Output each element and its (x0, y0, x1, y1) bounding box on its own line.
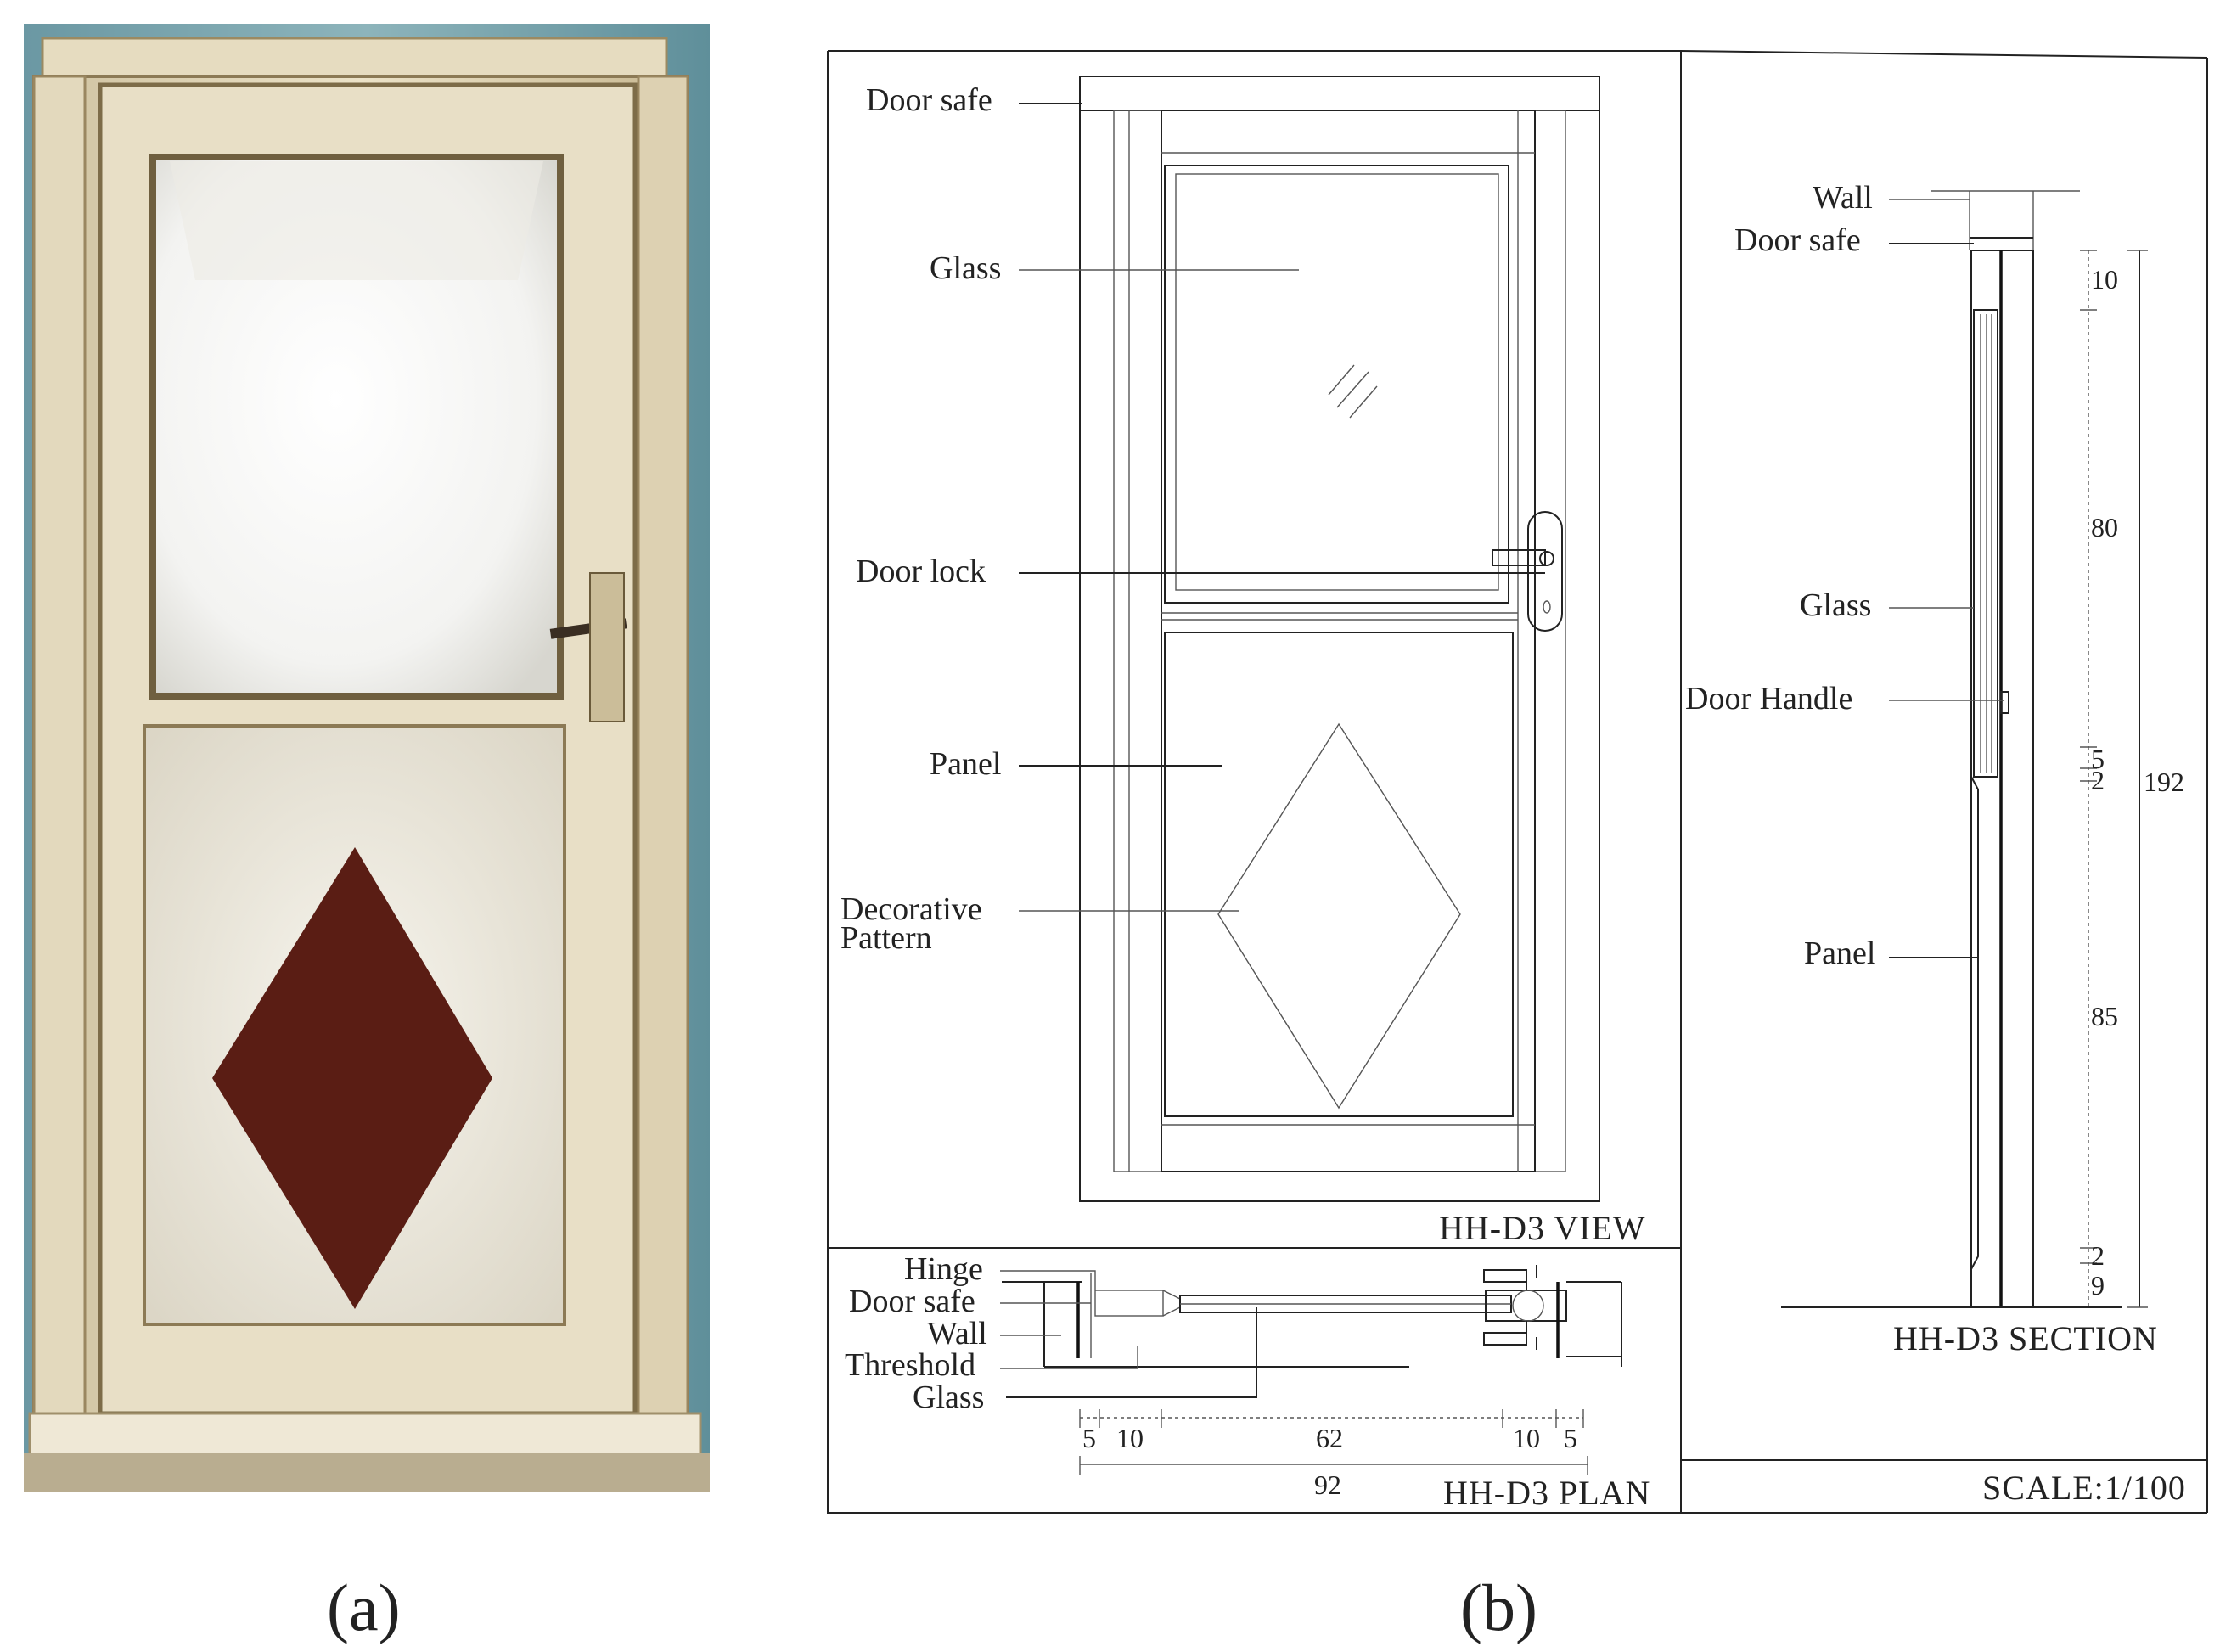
section-dim-80: 80 (2091, 512, 2118, 542)
section-label-wall: Wall (1813, 180, 1873, 216)
section-dim-10: 10 (2091, 264, 2118, 295)
view-outer-frame (1079, 110, 1600, 1202)
plan-handle-rosette (1512, 1290, 1544, 1322)
section-dim-2-upper: 2 (2091, 765, 2105, 795)
view-door-safe-header (1079, 76, 1600, 111)
door-photo (24, 24, 710, 1492)
plan-handle-top (1483, 1269, 1527, 1283)
view-lock-plate (1527, 511, 1563, 632)
plan-dim-10-left: 10 (1116, 1423, 1144, 1453)
plan-dim-5-right: 5 (1564, 1423, 1577, 1453)
section-title: HH-D3 SECTION (1893, 1319, 2158, 1357)
section-dimensions: 10 80 5 2 85 2 9 192 HH-D3 SECTION (1893, 264, 2184, 1357)
plan-label-glass: Glass (913, 1379, 984, 1415)
section-label-panel: Panel (1804, 936, 1875, 971)
caption-a: (a) (327, 1571, 401, 1644)
plan-dim-62: 62 (1316, 1423, 1343, 1453)
caption-b: (b) (1460, 1571, 1537, 1644)
plan-dim-10-right: 10 (1513, 1423, 1540, 1453)
section-handle (2000, 691, 2009, 714)
section-panel-profile (1970, 776, 1979, 1270)
photo-header-trim (41, 37, 668, 82)
plan-label-door-safe: Door safe (849, 1284, 975, 1319)
photo-glass-reflection (170, 161, 543, 280)
plan-handle-bottom (1483, 1332, 1527, 1346)
plan-hinge-block (1094, 1290, 1164, 1317)
section-dim-192: 192 (2144, 767, 2184, 797)
section-label-glass: Glass (1800, 587, 1871, 623)
view-glass-hatch-3 (1349, 385, 1378, 419)
section-glass (1973, 309, 1998, 778)
photo-diamond (212, 847, 492, 1309)
view-glass-hatch-1 (1328, 364, 1355, 396)
photo-threshold (28, 1412, 702, 1458)
photo-latch-plate (589, 572, 625, 722)
section-labels: Wall Door safe Glass Door Handle Panel (1685, 180, 2004, 971)
photo-frame-left-post (32, 75, 87, 1436)
photo-floor (24, 1453, 710, 1492)
view-glass (1175, 173, 1499, 591)
drawing-top-border-right (1680, 50, 2208, 59)
plan-dim-92: 92 (1314, 1469, 1341, 1500)
plan-labels: Hinge Door safe Wall Threshold Glass (845, 1251, 1257, 1415)
section-label-door-safe: Door safe (1734, 222, 1861, 258)
view-glass-hatch-2 (1336, 371, 1369, 408)
view-label-decorative: Decorative (840, 891, 982, 927)
plan-dim-5-left: 5 (1082, 1423, 1096, 1453)
section-dim-85: 85 (2091, 1001, 2118, 1031)
view-keyhole (1543, 600, 1551, 614)
plan-dimensions: 5 10 62 10 5 92 HH-D3 PLAN (1079, 1409, 1681, 1514)
view-lock-rosette (1539, 551, 1554, 566)
door-view (1079, 76, 1600, 1202)
section-dim-9: 9 (2091, 1270, 2105, 1301)
view-title: HH-D3 VIEW (1439, 1209, 1646, 1247)
plan-label-wall: Wall (927, 1316, 987, 1351)
door-section (1781, 190, 2148, 1308)
section-label-door-handle: Door Handle (1685, 681, 1852, 716)
view-label-glass: Glass (930, 250, 1001, 286)
plan-label-hinge: Hinge (904, 1251, 983, 1287)
view-glass-outer (1164, 165, 1509, 604)
view-labels: Door safe Glass Door lock Panel Decorati… (840, 82, 1646, 1247)
section-dim-2-lower: 2 (2091, 1240, 2105, 1271)
view-lock-handle (1492, 549, 1546, 566)
scale-label: SCALE:1/100 (1982, 1469, 2186, 1507)
photo-frame-right-post (637, 75, 689, 1436)
plan-label-threshold: Threshold (845, 1347, 975, 1383)
view-label-panel: Panel (930, 746, 1001, 782)
view-label-door-safe: Door safe (866, 82, 992, 118)
view-door-leaf (1161, 110, 1536, 1172)
view-label-door-lock: Door lock (856, 553, 986, 589)
view-diamond-pattern (1217, 722, 1461, 1110)
view-lower-panel (1164, 632, 1514, 1117)
door-plan (1002, 1265, 1622, 1368)
section-dim-5: 5 (2091, 744, 2105, 774)
plan-title: HH-D3 PLAN (1443, 1474, 1650, 1512)
view-label-pattern: Pattern (840, 920, 932, 956)
